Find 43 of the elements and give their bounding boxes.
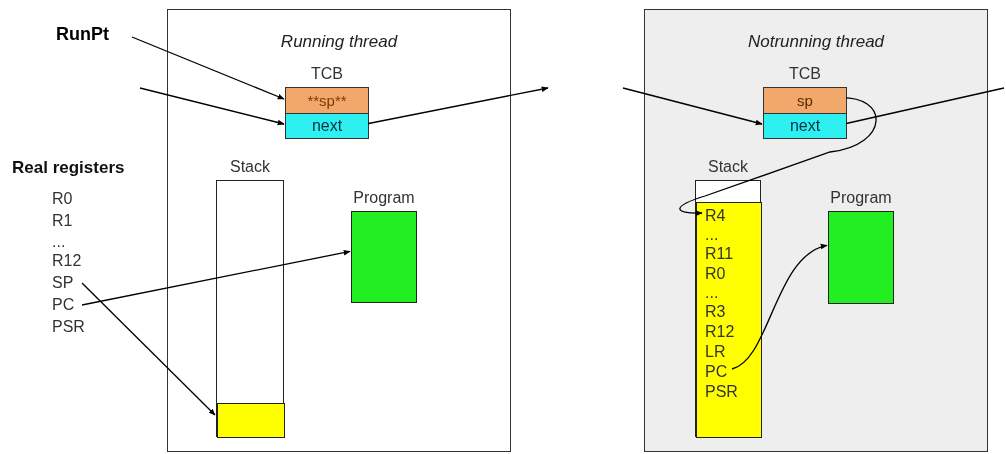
register-name: R12 — [52, 250, 92, 272]
register-name: PC — [705, 362, 735, 382]
connector-line — [843, 87, 1005, 125]
arrow — [131, 36, 285, 100]
arrow — [731, 244, 828, 370]
register-name: ... — [705, 226, 735, 244]
register-name: PC — [52, 294, 82, 316]
thread-panel — [167, 9, 511, 452]
program-label: Program — [829, 189, 893, 207]
stack-frame — [217, 403, 285, 438]
arrow — [622, 87, 763, 126]
register-name: SP — [52, 272, 82, 294]
panel-title: Notrunning thread — [746, 32, 886, 52]
tcb-label: TCB — [310, 65, 344, 83]
arrow — [81, 282, 216, 416]
register-name: R0 — [705, 264, 735, 284]
pointer-field: next — [764, 114, 846, 138]
tcb-label: TCB — [788, 65, 822, 83]
pointer-name: RunPt — [56, 24, 132, 50]
register-name: PSR — [705, 382, 741, 402]
register-name: R12 — [705, 322, 739, 342]
register-name: R11 — [705, 244, 739, 264]
register-name: R1 — [52, 210, 92, 232]
register-name: PSR — [52, 316, 92, 338]
register-name: R0 — [52, 188, 92, 210]
program-label: Program — [352, 189, 416, 207]
register-name: ... — [52, 232, 92, 252]
section-label: Real registers — [12, 158, 125, 178]
panel-title: Running thread — [279, 32, 399, 52]
arrow — [81, 249, 351, 306]
arrow — [679, 97, 877, 216]
register-name: R3 — [705, 302, 735, 322]
pointer-field: **sp** — [286, 88, 368, 114]
arrow — [365, 86, 549, 125]
register-name: ... — [705, 284, 735, 302]
pointer-field: next — [286, 114, 368, 138]
stack-label: Stack — [229, 158, 271, 176]
arrow — [139, 87, 285, 126]
thread-panel — [644, 9, 988, 452]
register-name: LR — [705, 342, 735, 362]
pointer-field: sp — [764, 88, 846, 114]
register-name: R4 — [705, 206, 735, 226]
stack-label: Stack — [707, 158, 749, 176]
